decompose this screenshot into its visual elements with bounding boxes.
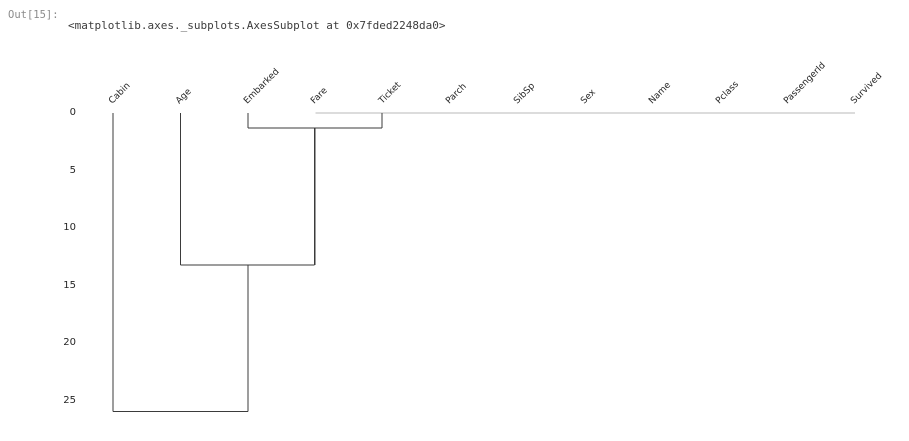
- y-tick-label-5: 5: [69, 164, 76, 176]
- axes-subplot-repr-text: <matplotlib.axes._subplots.AxesSubplot a…: [68, 19, 446, 32]
- y-tick-label-15: 15: [63, 279, 76, 291]
- y-tick-label-25: 25: [63, 395, 76, 406]
- y-tick-label-0: 0: [69, 107, 76, 118]
- y-tick-label-20: 20: [63, 337, 76, 349]
- out-prompt: Out[15]:: [8, 9, 59, 21]
- y-tick-label-10: 10: [63, 222, 76, 234]
